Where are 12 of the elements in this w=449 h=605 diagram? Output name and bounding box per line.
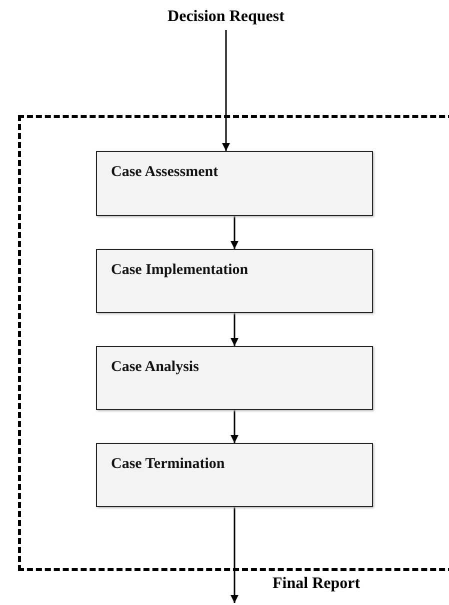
process-box: Case Implementation	[96, 249, 373, 313]
edge-label: Final Report	[272, 575, 360, 593]
input-label: Decision Request	[140, 4, 312, 30]
arrow	[230, 216, 238, 249]
arrow	[230, 507, 238, 603]
arrow	[222, 30, 230, 151]
process-box: Case Assessment	[96, 151, 373, 216]
dashed-group-border	[18, 115, 449, 571]
arrow	[230, 313, 238, 346]
process-box: Case Analysis	[96, 346, 373, 410]
arrow	[230, 410, 238, 443]
process-box: Case Termination	[96, 443, 373, 507]
